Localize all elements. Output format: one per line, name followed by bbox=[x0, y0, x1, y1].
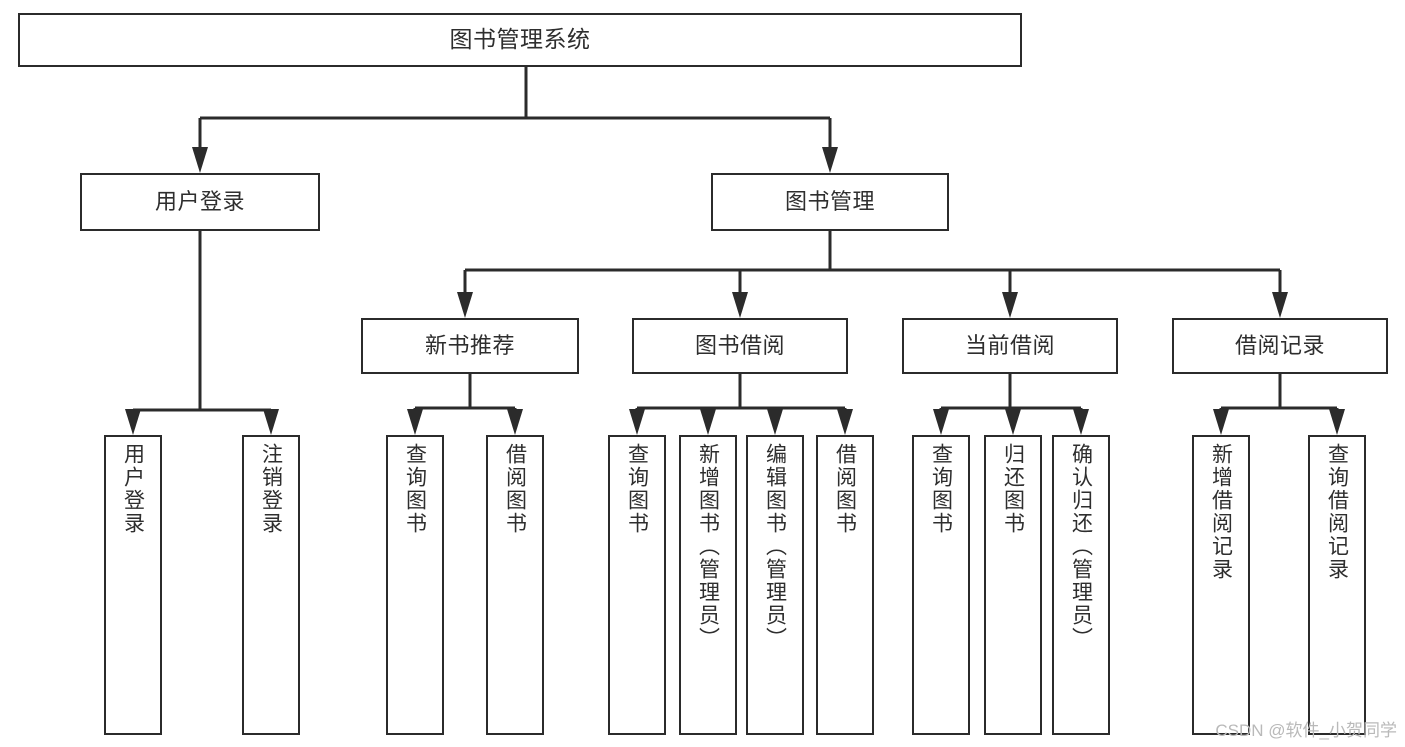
node-label: 用户登录 bbox=[121, 443, 145, 535]
node-user-login[interactable]: 用户登录 bbox=[80, 173, 320, 231]
leaf-borrow-book-recommend[interactable]: 借阅图书 bbox=[486, 435, 544, 735]
leaf-query-book-current[interactable]: 查询图书 bbox=[912, 435, 970, 735]
leaf-borrow-book[interactable]: 借阅图书 bbox=[816, 435, 874, 735]
node-label: 用户登录 bbox=[154, 188, 245, 214]
node-label: 新书推荐 bbox=[424, 332, 515, 358]
leaf-edit-book-admin[interactable]: 编辑图书（管理员） bbox=[746, 435, 804, 735]
node-label: 编辑图书（管理员） bbox=[763, 443, 787, 650]
node-borrow-record[interactable]: 借阅记录 bbox=[1172, 318, 1388, 374]
leaf-user-login[interactable]: 用户登录 bbox=[104, 435, 162, 735]
node-label: 查询借阅记录 bbox=[1325, 443, 1349, 581]
node-label: 查询图书 bbox=[403, 443, 427, 535]
node-current-borrow[interactable]: 当前借阅 bbox=[902, 318, 1118, 374]
node-label: 查询图书 bbox=[625, 443, 649, 535]
leaf-add-borrow-record[interactable]: 新增借阅记录 bbox=[1192, 435, 1250, 735]
leaf-add-book-admin[interactable]: 新增图书（管理员） bbox=[679, 435, 737, 735]
node-label: 新增借阅记录 bbox=[1209, 443, 1233, 581]
node-label: 确认归还（管理员） bbox=[1069, 443, 1093, 650]
node-label: 借阅图书 bbox=[503, 443, 527, 535]
node-label: 新增图书（管理员） bbox=[696, 443, 720, 650]
node-label: 归还图书 bbox=[1001, 443, 1025, 535]
node-root-book-management-system[interactable]: 图书管理系统 bbox=[18, 13, 1022, 67]
node-label: 借阅图书 bbox=[833, 443, 857, 535]
node-label: 图书管理 bbox=[784, 188, 875, 214]
leaf-return-book[interactable]: 归还图书 bbox=[984, 435, 1042, 735]
node-label: 借阅记录 bbox=[1234, 332, 1325, 358]
node-label: 图书管理系统 bbox=[449, 26, 591, 53]
node-label: 查询图书 bbox=[929, 443, 953, 535]
leaf-query-borrow-record[interactable]: 查询借阅记录 bbox=[1308, 435, 1366, 735]
node-book-borrow[interactable]: 图书借阅 bbox=[632, 318, 848, 374]
leaf-logout-login[interactable]: 注销登录 bbox=[242, 435, 300, 735]
leaf-confirm-return-admin[interactable]: 确认归还（管理员） bbox=[1052, 435, 1110, 735]
leaf-query-book-borrow[interactable]: 查询图书 bbox=[608, 435, 666, 735]
node-book-management[interactable]: 图书管理 bbox=[711, 173, 949, 231]
node-label: 图书借阅 bbox=[694, 332, 785, 358]
node-label: 当前借阅 bbox=[964, 332, 1055, 358]
leaf-query-book-recommend[interactable]: 查询图书 bbox=[386, 435, 444, 735]
node-label: 注销登录 bbox=[259, 443, 283, 535]
watermark-credit: CSDN @软件_小贺同学 bbox=[1215, 721, 1397, 740]
node-new-book-recommend[interactable]: 新书推荐 bbox=[361, 318, 579, 374]
